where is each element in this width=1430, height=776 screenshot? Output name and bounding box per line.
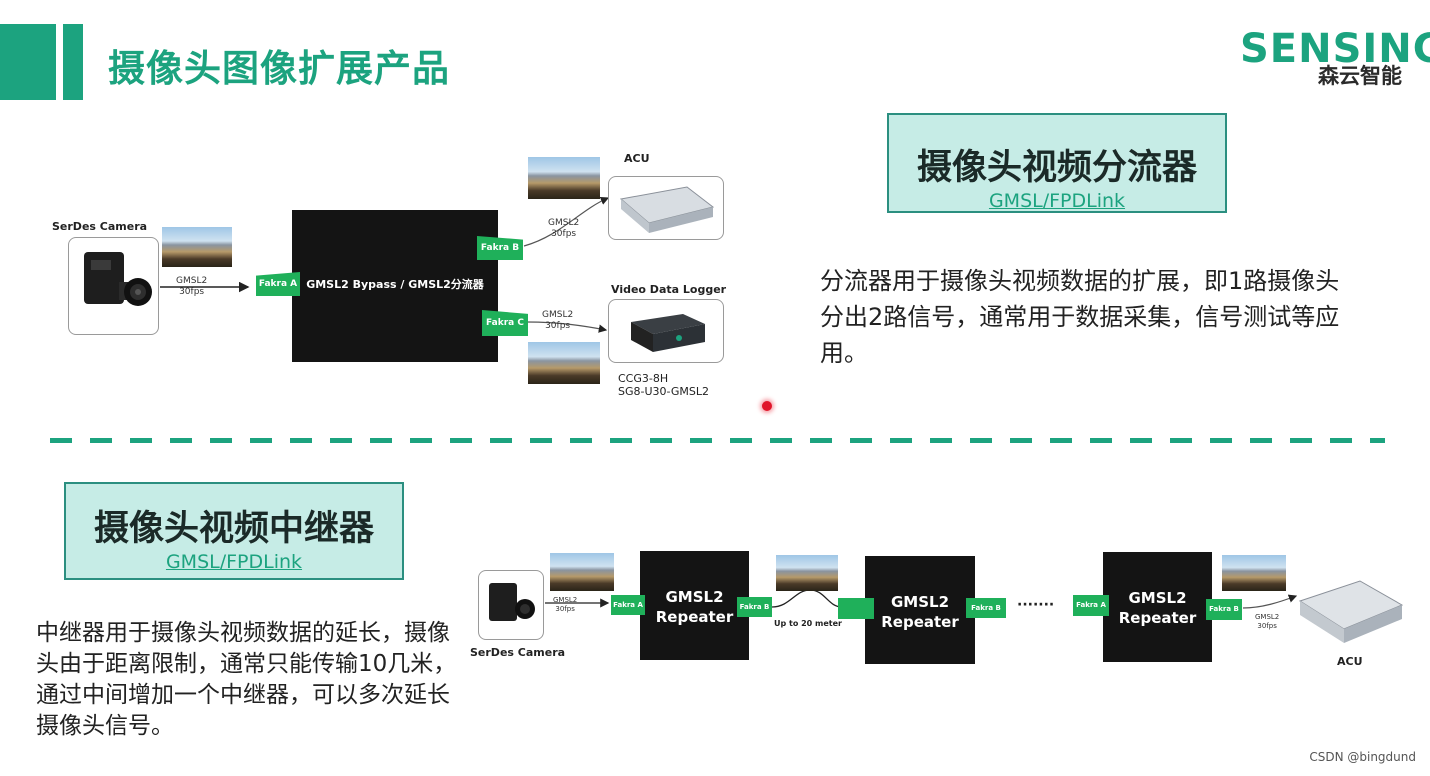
repeater-box-label: GMSL2 Repeater xyxy=(881,593,959,631)
watermark: CSDN @bingdund xyxy=(1309,750,1416,764)
port-fakra-c: Fakra C xyxy=(482,310,528,336)
link-out-label: GMSL2 30fps xyxy=(1255,613,1280,630)
video-thumbnail xyxy=(776,555,838,591)
acu-label: ACU xyxy=(624,152,650,165)
port-fakra-b: Fakra B xyxy=(966,598,1006,618)
page-title: 摄像头图像扩展产品 xyxy=(108,47,450,90)
port-fakra-b: Fakra B xyxy=(737,597,772,617)
serdes-camera-label: SerDes Camera xyxy=(52,220,148,233)
port-fakra-a: Fakra A xyxy=(611,595,645,615)
repeater-card-title: 摄像头视频中继器 xyxy=(93,509,374,549)
logo-text-en: SENSING xyxy=(1240,26,1430,72)
acu-device-icon xyxy=(619,186,715,233)
splitter-card: 摄像头视频分流器 GMSL/FPDLink xyxy=(887,113,1227,213)
header-accent-bar-wide xyxy=(0,24,56,100)
repeater-card: 摄像头视频中继器 GMSL/FPDLink xyxy=(64,482,404,580)
logo-text-cn: 森云智能 xyxy=(1318,64,1402,88)
logger-device-box xyxy=(608,299,724,363)
repeater-description: 中继器用于摄像头视频数据的延长，摄像头由于距离限制，通常只能传输10几米，通过中… xyxy=(36,620,457,739)
video-thumbnail xyxy=(528,157,600,199)
repeater-box-2: GMSL2 Repeater xyxy=(865,556,975,664)
splitter-box: GMSL2 Bypass / GMSL2分流器 xyxy=(292,210,498,362)
port-fakra-b: Fakra B xyxy=(1206,599,1242,620)
header-accent-bar-narrow xyxy=(63,24,83,100)
port-fakra-a: Fakra A xyxy=(1073,595,1109,616)
continuation-ellipsis: ······· xyxy=(1017,597,1055,613)
acu-device-icon xyxy=(1298,580,1404,643)
section-divider xyxy=(50,438,1385,443)
repeater-box-label: GMSL2 Repeater xyxy=(655,588,734,626)
pointer-dot xyxy=(762,401,772,411)
splitter-box-label: GMSL2 Bypass / GMSL2分流器 xyxy=(306,278,484,291)
logger-model: CCG3-8H SG8-U30-GMSL2 xyxy=(618,372,710,398)
video-thumbnail xyxy=(550,553,614,591)
acu-label: ACU xyxy=(1337,655,1363,668)
splitter-card-subtitle[interactable]: GMSL/FPDLink xyxy=(988,190,1126,212)
link-b-label: GMSL2 30fps xyxy=(548,218,580,239)
repeater-box-label: GMSL2 Repeater xyxy=(1118,589,1197,627)
camera-box xyxy=(478,570,544,640)
video-thumbnail xyxy=(528,342,600,384)
splitter-description: 分流器用于摄像头视频数据的扩展，即1路摄像头分出2路信号，通常用于数据采集，信号… xyxy=(820,267,1340,367)
logger-label: Video Data Logger xyxy=(611,283,727,296)
splitter-card-title: 摄像头视频分流器 xyxy=(916,148,1197,188)
distance-label: Up to 20 meter xyxy=(774,619,842,628)
repeater-box-1: GMSL2 Repeater xyxy=(640,551,749,660)
repeater-card-subtitle[interactable]: GMSL/FPDLink xyxy=(165,551,303,573)
acu-device-box xyxy=(608,176,724,240)
link-in-label: GMSL2 30fps xyxy=(553,596,578,613)
camera-icon xyxy=(489,583,535,621)
link-in-label: GMSL2 30fps xyxy=(176,276,208,297)
repeater-box-3: GMSL2 Repeater xyxy=(1103,552,1212,662)
port-fakra-a: Fakra A xyxy=(256,272,300,296)
video-thumbnail xyxy=(1222,555,1286,591)
serdes-camera-label: SerDes Camera xyxy=(470,646,566,659)
port-fakra-b: Fakra B xyxy=(477,236,523,260)
port-connector xyxy=(838,598,874,619)
camera-icon xyxy=(84,252,152,306)
link-c-label: GMSL2 30fps xyxy=(542,310,574,331)
logger-device-icon xyxy=(631,314,705,352)
video-thumbnail xyxy=(162,227,232,267)
camera-box xyxy=(68,237,159,335)
